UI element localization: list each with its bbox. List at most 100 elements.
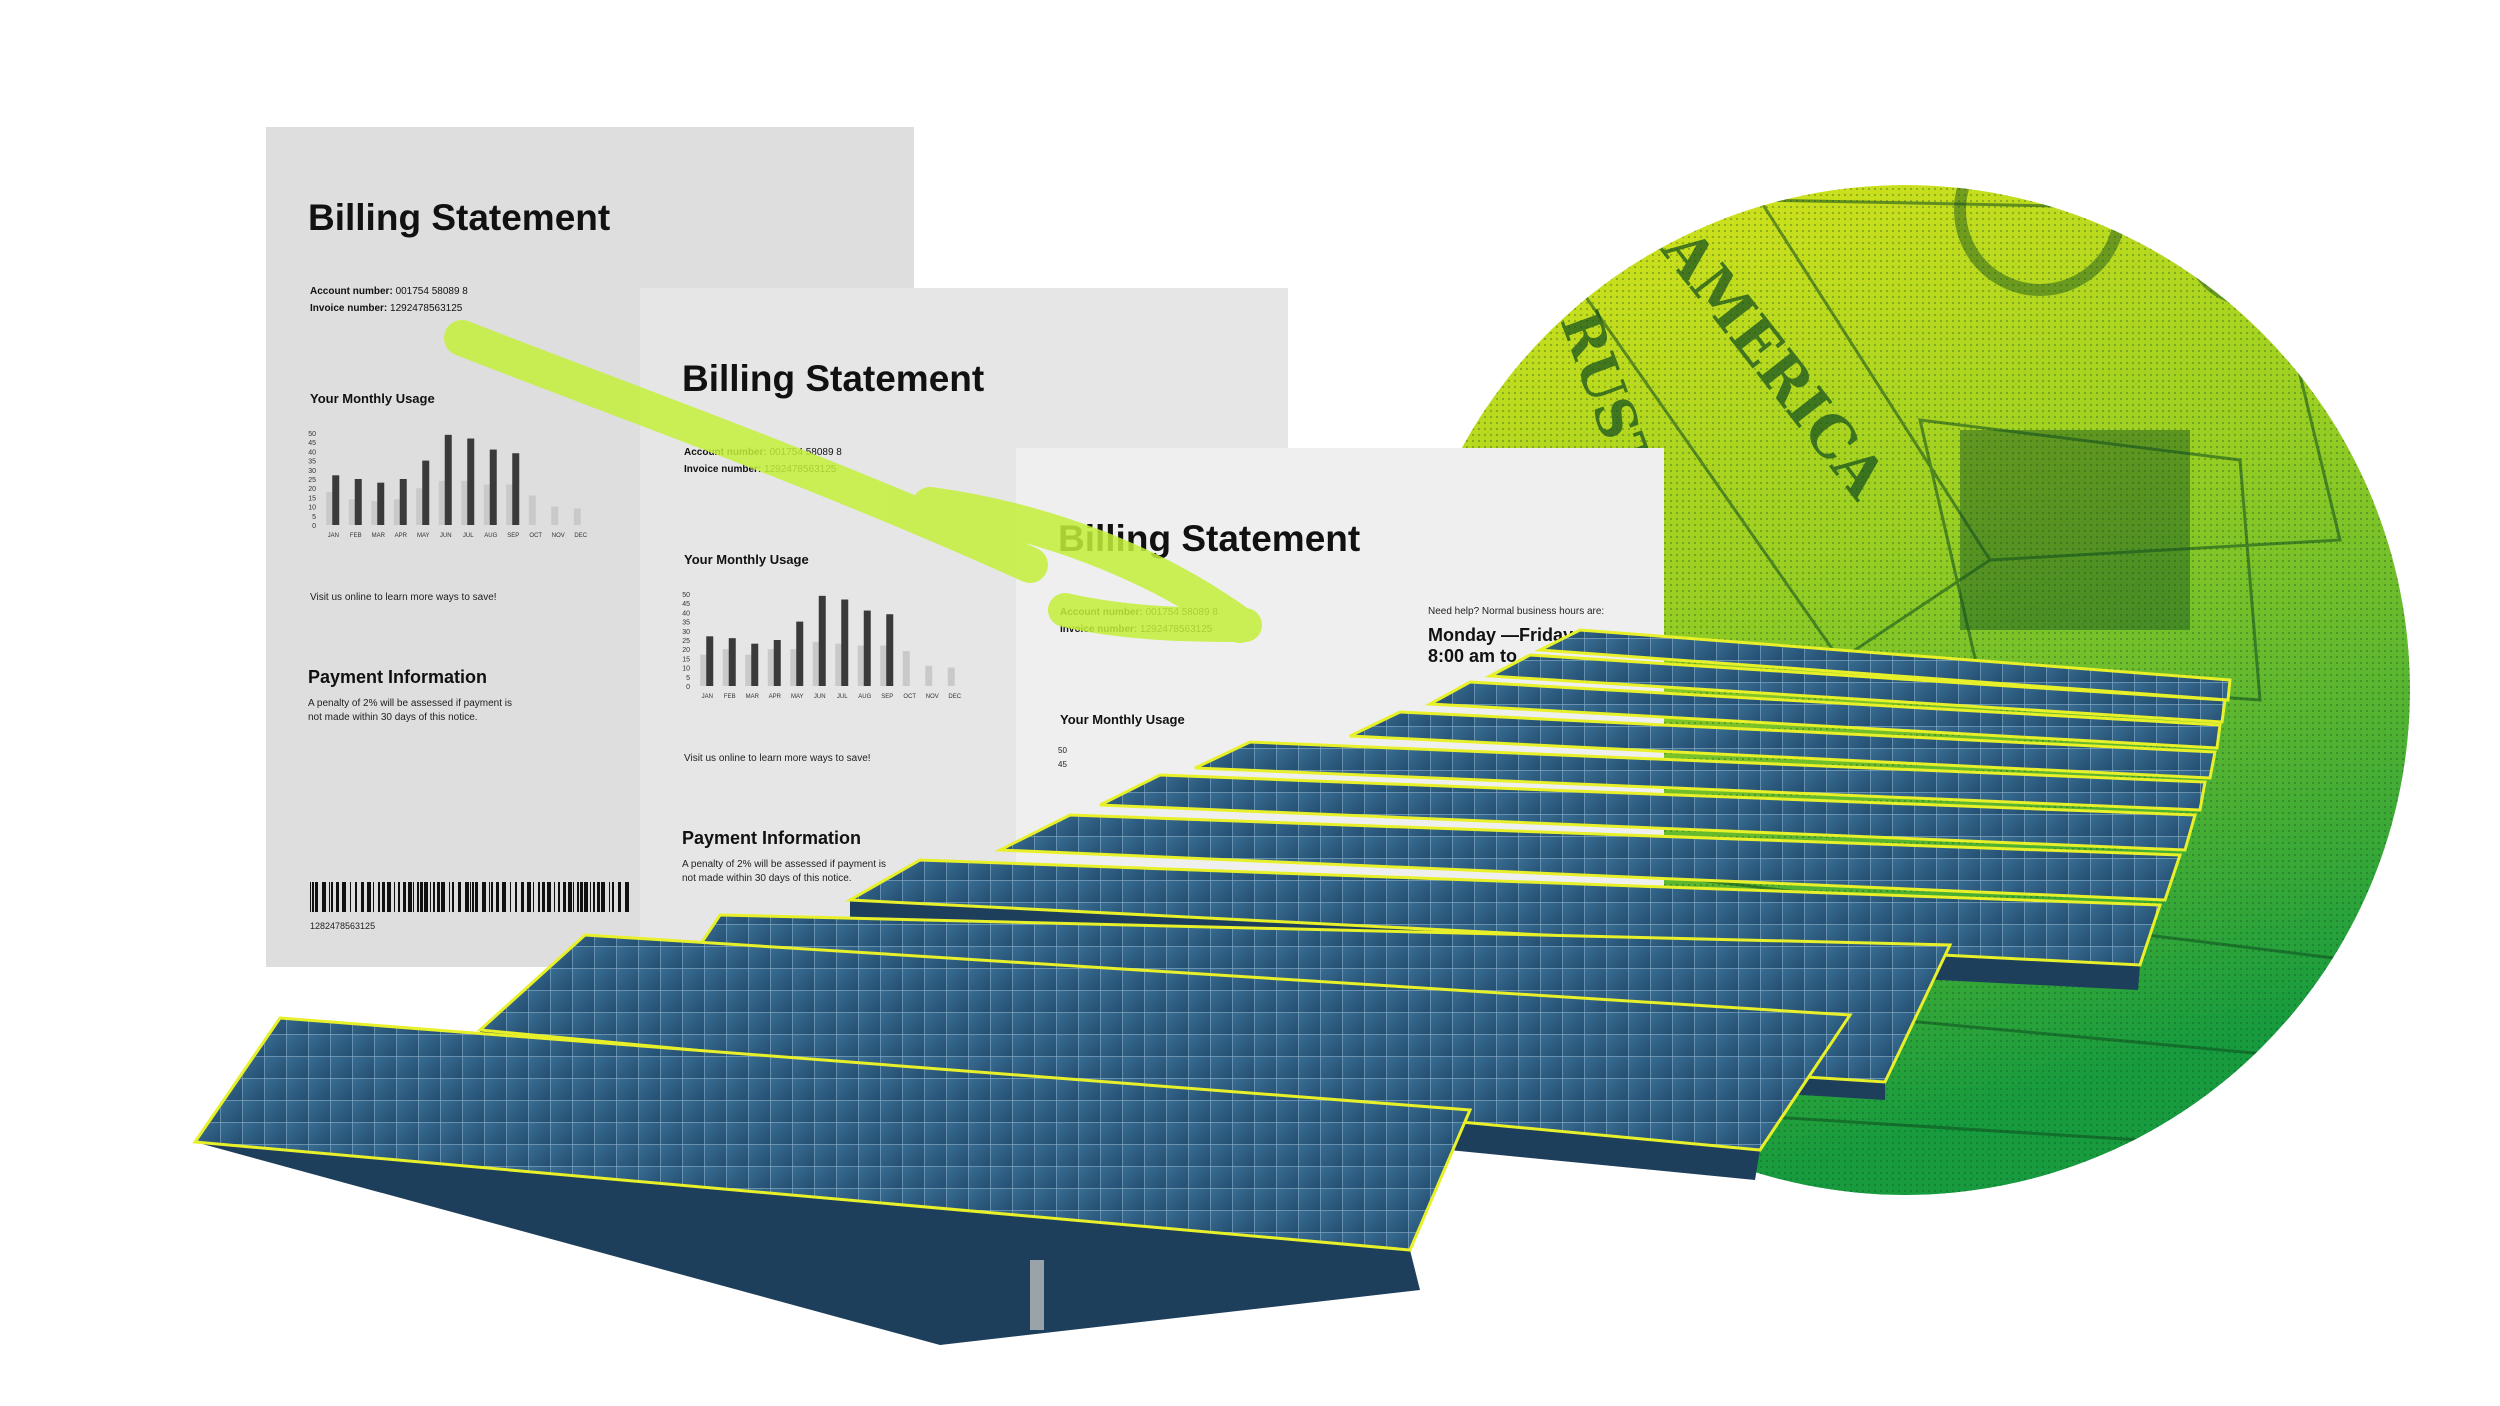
barcode-bar <box>408 882 412 912</box>
x-tick-label: SEP <box>881 694 893 700</box>
barcode-bar <box>452 882 454 912</box>
y-tick-label: 35 <box>308 459 316 466</box>
barcode-bar <box>577 882 579 912</box>
barcode-bar <box>609 882 610 912</box>
bar <box>722 649 730 686</box>
barcode-bar <box>580 882 583 912</box>
barcode-bar <box>547 882 551 912</box>
y-tick-label: 35 <box>682 620 690 627</box>
x-tick-label: JAN <box>702 694 713 700</box>
payment-text: A penalty of 2% will be assessed if paym… <box>682 858 886 886</box>
barcode-bar <box>367 882 371 912</box>
bar <box>512 453 520 525</box>
barcode-bar <box>593 882 595 912</box>
bar <box>461 480 469 525</box>
barcode-bar <box>417 882 419 912</box>
bar <box>947 667 955 686</box>
bar <box>422 460 430 525</box>
x-tick-label: JUN <box>814 694 826 700</box>
bar <box>371 501 379 525</box>
bar <box>489 449 497 525</box>
bar <box>812 641 820 686</box>
barcode-bar <box>342 882 346 912</box>
bar <box>751 643 759 686</box>
barcode-bar <box>542 882 545 912</box>
barcode-bar <box>597 882 600 912</box>
bar <box>773 640 781 686</box>
usage-heading: Your Monthly Usage <box>684 552 809 567</box>
barcode-bar <box>618 882 621 912</box>
y-tick-label: 0 <box>686 684 690 691</box>
bar <box>444 434 452 525</box>
barcode-bar <box>563 882 566 912</box>
barcode <box>310 882 629 912</box>
barcode-bar <box>382 882 385 912</box>
bar <box>880 645 888 686</box>
barcode-bar <box>310 882 311 912</box>
bar <box>767 649 775 686</box>
bar <box>886 614 894 686</box>
solar-panel <box>1099 773 2197 852</box>
x-tick-label: APR <box>769 694 782 700</box>
y-tick-label: 45 <box>682 601 690 608</box>
y-tick-label: 50 <box>308 431 316 438</box>
invoice-label: Invoice number: <box>310 303 388 314</box>
barcode-bar <box>515 882 517 912</box>
y-tick-label: 0 <box>312 523 316 530</box>
barcode-number: 1282478563125 <box>310 921 376 931</box>
bar <box>745 654 753 686</box>
barcode-bar <box>361 882 364 912</box>
payment-heading: Payment Information <box>308 667 488 687</box>
x-tick-label: FEB <box>724 694 736 700</box>
barcode-bar <box>322 882 326 912</box>
bar <box>438 480 446 525</box>
barcode-bar <box>373 882 374 912</box>
chart-3-tick-45: 45 <box>1058 760 1067 769</box>
x-tick-label: JUL <box>837 694 848 700</box>
barcode-bar <box>558 882 560 912</box>
solar-panel <box>1484 653 2227 724</box>
account-info: Account number: 001754 58089 8 Invoice n… <box>310 283 468 317</box>
barcode-bar <box>424 882 428 912</box>
barcode-bar <box>475 882 478 912</box>
x-tick-label: NOV <box>926 694 939 700</box>
x-tick-label: JUN <box>440 533 452 539</box>
y-tick-label: 10 <box>308 505 316 512</box>
usage-heading: Your Monthly Usage <box>1060 712 1185 727</box>
solar-panel <box>844 858 2163 967</box>
barcode-bar <box>413 882 414 912</box>
bar <box>841 599 849 686</box>
barcode-bar <box>437 882 440 912</box>
bar <box>835 643 843 686</box>
y-tick-label: 20 <box>682 647 690 654</box>
payment-text-line-2: not made within 30 days of this notice. <box>308 712 478 723</box>
solar-panel <box>1194 740 2207 812</box>
bar <box>902 651 910 686</box>
barcode-bar <box>403 882 406 912</box>
x-tick-label: MAY <box>417 533 430 539</box>
bar <box>332 475 340 525</box>
barcode-bar <box>533 882 534 912</box>
y-tick-label: 25 <box>308 477 316 484</box>
barcode-bar <box>394 882 395 912</box>
x-tick-label: AUG <box>858 694 871 700</box>
barcode-bar <box>312 882 314 912</box>
bar <box>354 479 362 525</box>
help-box: Need help? Normal business hours are: Mo… <box>1428 606 1604 667</box>
x-tick-label: DEC <box>948 694 961 700</box>
barcode-bar <box>433 882 435 912</box>
usage-heading: Your Monthly Usage <box>310 391 435 406</box>
bar <box>573 508 581 525</box>
barcode-bar <box>420 882 423 912</box>
y-tick-label: 50 <box>682 592 690 599</box>
solar-panel-frame <box>195 1142 1420 1345</box>
solar-panel <box>192 1016 1473 1252</box>
barcode-bar <box>470 882 471 912</box>
barcode-bar <box>496 882 499 912</box>
y-tick-label: 20 <box>308 486 316 493</box>
x-tick-label: JAN <box>328 533 339 539</box>
barcode-bar <box>350 882 351 912</box>
